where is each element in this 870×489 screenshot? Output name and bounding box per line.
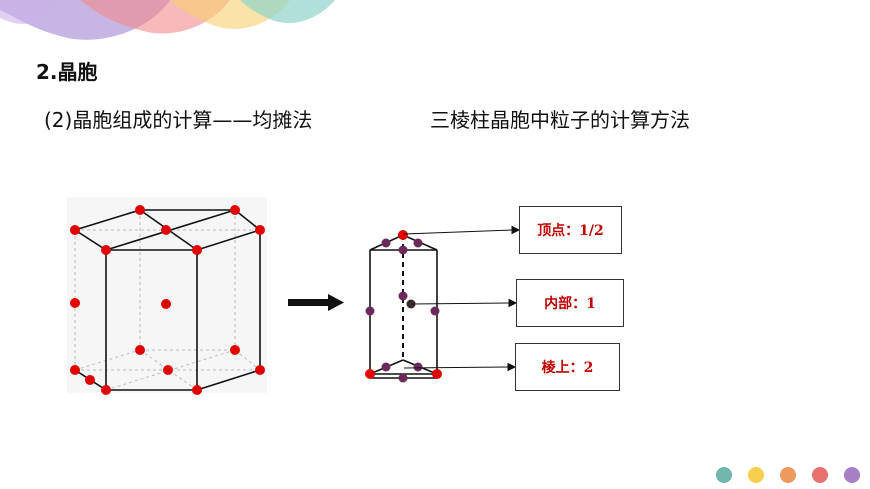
subtitle: (2)晶胞组成的计算——均摊法 bbox=[44, 108, 313, 132]
hex-atom bbox=[70, 298, 80, 308]
decorative-dots bbox=[716, 467, 860, 483]
hex-atom bbox=[255, 225, 265, 235]
deco-dot bbox=[844, 467, 860, 483]
hex-atom bbox=[101, 245, 111, 255]
prism-vertex-atom bbox=[398, 230, 408, 240]
deco-dot bbox=[780, 467, 796, 483]
hex-atom bbox=[163, 365, 173, 375]
hex-atom bbox=[230, 345, 240, 355]
edge-count-label: 棱上：2 bbox=[515, 343, 620, 391]
callout-arrows bbox=[403, 225, 521, 372]
prism-edge-atom bbox=[381, 362, 391, 372]
hex-atom bbox=[70, 225, 80, 235]
prism-inner-atom bbox=[406, 299, 416, 309]
hex-atom bbox=[101, 385, 111, 395]
triangular-prism-cell bbox=[365, 225, 521, 383]
hex-atom bbox=[85, 375, 95, 385]
prism-vertex-atom bbox=[432, 369, 442, 379]
section-title: 2.晶胞 bbox=[36, 60, 98, 84]
hex-atom bbox=[192, 245, 202, 255]
prism-edge-atom bbox=[430, 306, 440, 316]
transform-arrow bbox=[288, 294, 344, 311]
prism-edge-atom bbox=[413, 362, 423, 372]
prism-vertex-atom bbox=[365, 369, 375, 379]
prism-method-title: 三棱柱晶胞中粒子的计算方法 bbox=[430, 108, 690, 132]
prism-atoms bbox=[365, 230, 442, 383]
prism-edge-atom bbox=[413, 238, 423, 248]
hex-atom bbox=[192, 385, 202, 395]
hex-atom bbox=[70, 365, 80, 375]
wave-lilac bbox=[0, 0, 60, 24]
inner-count-label: 内部：1 bbox=[516, 279, 624, 327]
wave-teal bbox=[240, 0, 335, 24]
prism-edge-atom bbox=[398, 245, 408, 255]
prism-edge-atom bbox=[381, 238, 391, 248]
deco-dot bbox=[812, 467, 828, 483]
prism-edge-atom bbox=[398, 373, 408, 383]
deco-dot bbox=[716, 467, 732, 483]
hexagonal-cell bbox=[70, 205, 265, 395]
hex-atoms bbox=[70, 205, 265, 395]
hex-atom bbox=[230, 205, 240, 215]
vertex-count-label: 顶点：1/2 bbox=[519, 206, 622, 254]
decorative-waves bbox=[0, 0, 335, 40]
deco-dot bbox=[748, 467, 764, 483]
hex-atom bbox=[135, 205, 145, 215]
prism-edge-atom bbox=[365, 306, 375, 316]
hex-atom bbox=[161, 299, 171, 309]
hex-atom bbox=[255, 365, 265, 375]
hex-atom bbox=[161, 225, 171, 235]
prism-inner-atom bbox=[398, 291, 408, 301]
hex-atom bbox=[135, 345, 145, 355]
